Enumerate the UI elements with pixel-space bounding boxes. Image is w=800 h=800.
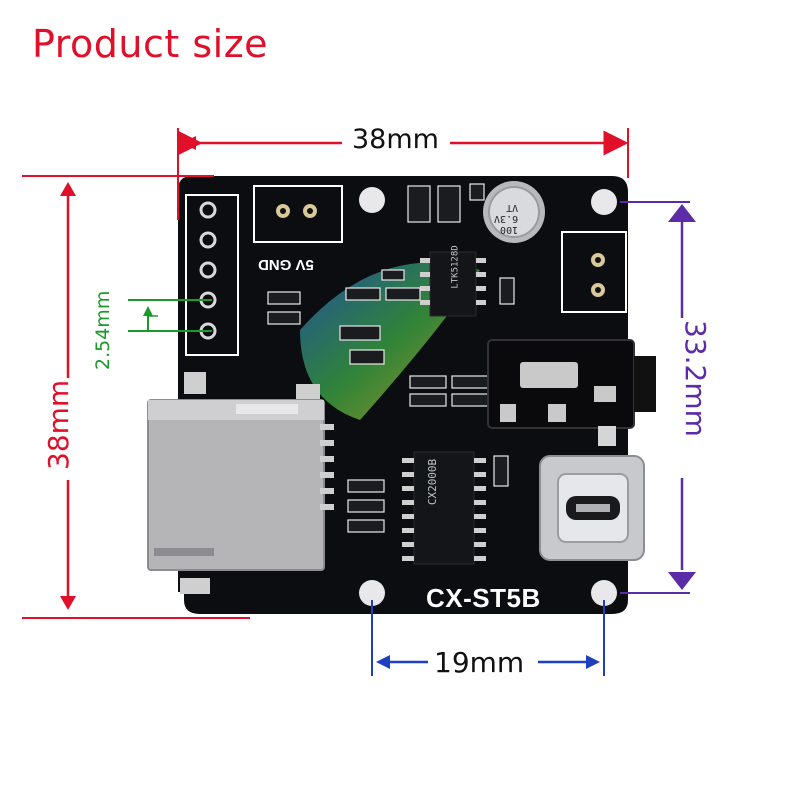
model-label: CX-ST5B [426,583,541,613]
dimension-bottom-hole-spacing [371,600,605,676]
dimension-right-hole-spacing [620,201,696,594]
pcb-board [147,176,656,614]
mount-hole-top [359,187,385,213]
ic-amplifier [420,251,486,317]
mount-hole-top-right [591,189,617,215]
mount-hole-bottom [359,580,385,606]
capacitor-line-1: 100 [500,224,519,235]
capacitor-line-3: VT [506,202,519,213]
capacitor-line-2: 6.3V [494,213,519,224]
sd-card-slot [147,372,334,594]
top-width-label: 38mm [352,124,439,155]
ic1-marking: LTK5128D [450,245,461,289]
ic-decoder [402,451,486,565]
capacitor [483,181,545,243]
bottom-spacing-label: 19mm [434,646,525,679]
capacitor-marking: 100 6.3V VT [494,202,518,235]
power-connector [253,185,343,243]
dimension-top-width [177,128,629,220]
left-height-label: 38mm [42,379,75,470]
audio-jack [487,339,656,446]
pin-pitch-label: 2.54mm [92,290,114,370]
page-title: Product size [32,22,269,66]
dimension-left-height [22,175,250,619]
dimension-pin-pitch [128,299,212,332]
right-spacing-label: 33.2mm [679,320,712,437]
power-silkscreen: 5V GND [258,256,314,273]
ic2-marking: CX2000B [426,458,440,506]
smd-components [267,183,515,533]
usb-c-port [539,455,645,561]
speaker-connector [561,231,627,313]
mount-hole-bottom-right [591,580,617,606]
